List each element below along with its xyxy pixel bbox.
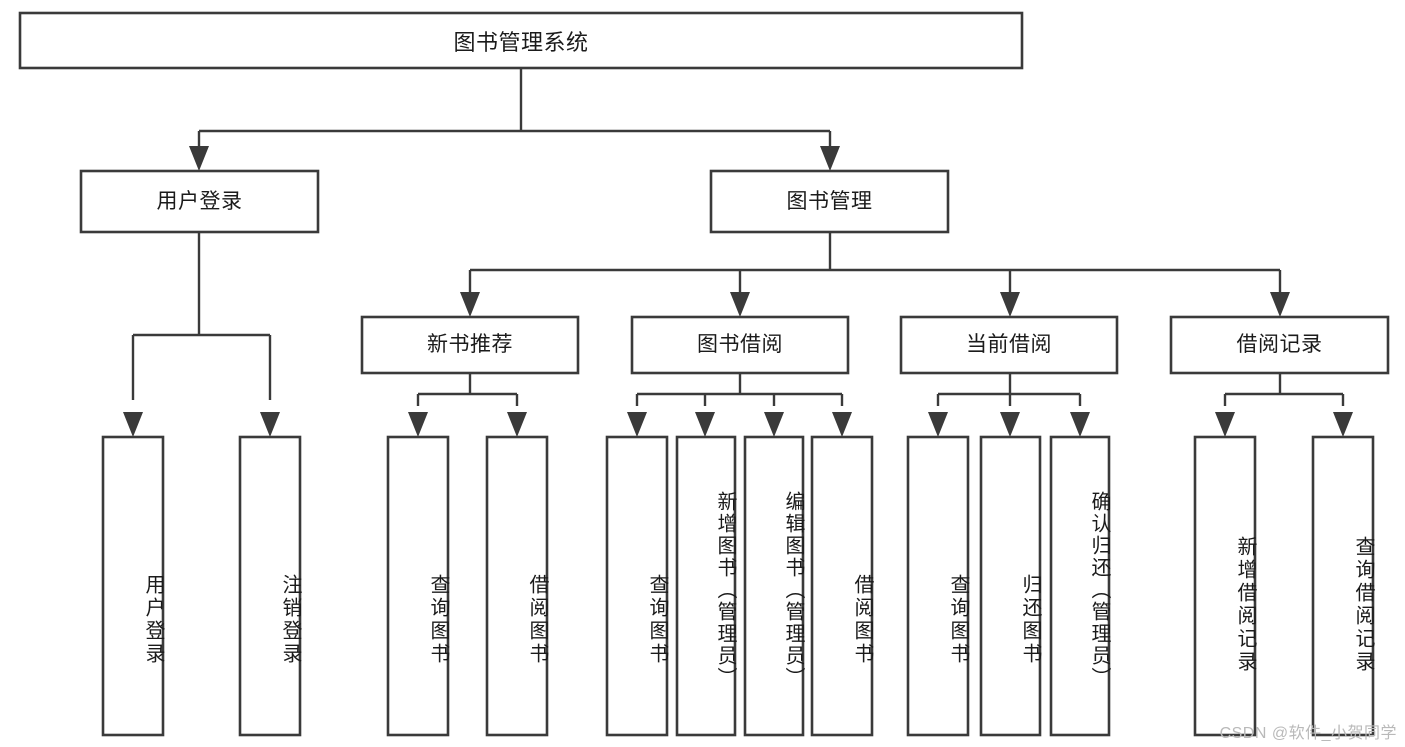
- arrowhead-leaf-query-book-1: [408, 412, 428, 437]
- connector-borrow-record-to-leaves: [1223, 373, 1345, 406]
- connector-user-login-to-leaves: [131, 232, 272, 400]
- node-box-borrow-record[interactable]: [1169, 315, 1390, 375]
- connector-current-borrow-to-leaves: [936, 373, 1082, 406]
- node-box-leaf-confirm-return[interactable]: [1049, 435, 1111, 737]
- arrowhead-leaf-user-logout: [260, 412, 280, 437]
- watermark-text: CSDN @软件_小贺同学: [1219, 725, 1397, 742]
- arrowhead-leaf-confirm-return: [1070, 412, 1090, 437]
- node-box-leaf-query-book-1[interactable]: [386, 435, 450, 737]
- arrowhead-leaf-borrow-book-2: [832, 412, 852, 437]
- node-box-leaf-query-book-3[interactable]: [906, 435, 970, 737]
- arrowhead-leaf-query-record: [1333, 412, 1353, 437]
- node-box-leaf-return-book[interactable]: [979, 435, 1042, 737]
- arrowhead-leaf-edit-book: [764, 412, 784, 437]
- arrowhead-to-current-borrow: [1000, 292, 1020, 317]
- node-box-leaf-borrow-book-1[interactable]: [485, 435, 549, 737]
- node-box-leaf-borrow-book-2[interactable]: [810, 435, 874, 737]
- arrowhead-leaf-query-book-3: [928, 412, 948, 437]
- node-box-current-borrow[interactable]: [899, 315, 1119, 375]
- node-box-new-book-recommend[interactable]: [360, 315, 580, 375]
- arrowhead-to-book-borrow: [730, 292, 750, 317]
- node-box-leaf-query-record[interactable]: [1311, 435, 1375, 737]
- arrowhead-to-book-management: [820, 146, 840, 171]
- arrowhead-leaf-add-record: [1215, 412, 1235, 437]
- arrowhead-to-borrow-record: [1270, 292, 1290, 317]
- connector-root-to-level1: [197, 68, 832, 152]
- arrowhead-leaf-add-book: [695, 412, 715, 437]
- connector-book-borrow-to-leaves: [635, 373, 844, 406]
- arrowhead-leaf-user-login: [123, 412, 143, 437]
- node-box-root[interactable]: [18, 11, 1024, 70]
- node-box-user-login[interactable]: [79, 169, 320, 234]
- node-box-leaf-add-record[interactable]: [1193, 435, 1257, 737]
- node-box-book-management[interactable]: [709, 169, 950, 234]
- arrowhead-leaf-borrow-book-1: [507, 412, 527, 437]
- connector-book-management-to-level2: [468, 232, 1282, 296]
- arrowhead-leaf-return-book: [1000, 412, 1020, 437]
- arrowhead-to-new-book-recommend: [460, 292, 480, 317]
- node-box-leaf-edit-book[interactable]: [743, 435, 805, 737]
- node-box-leaf-query-book-2[interactable]: [605, 435, 669, 737]
- node-box-leaf-user-login[interactable]: [101, 435, 165, 737]
- arrowhead-leaf-query-book-2: [627, 412, 647, 437]
- arrowhead-to-user-login: [189, 146, 209, 171]
- node-box-leaf-user-logout[interactable]: [238, 435, 302, 737]
- node-box-book-borrow[interactable]: [630, 315, 850, 375]
- connector-new-book-recommend-to-leaves: [416, 373, 519, 406]
- node-box-leaf-add-book[interactable]: [675, 435, 737, 737]
